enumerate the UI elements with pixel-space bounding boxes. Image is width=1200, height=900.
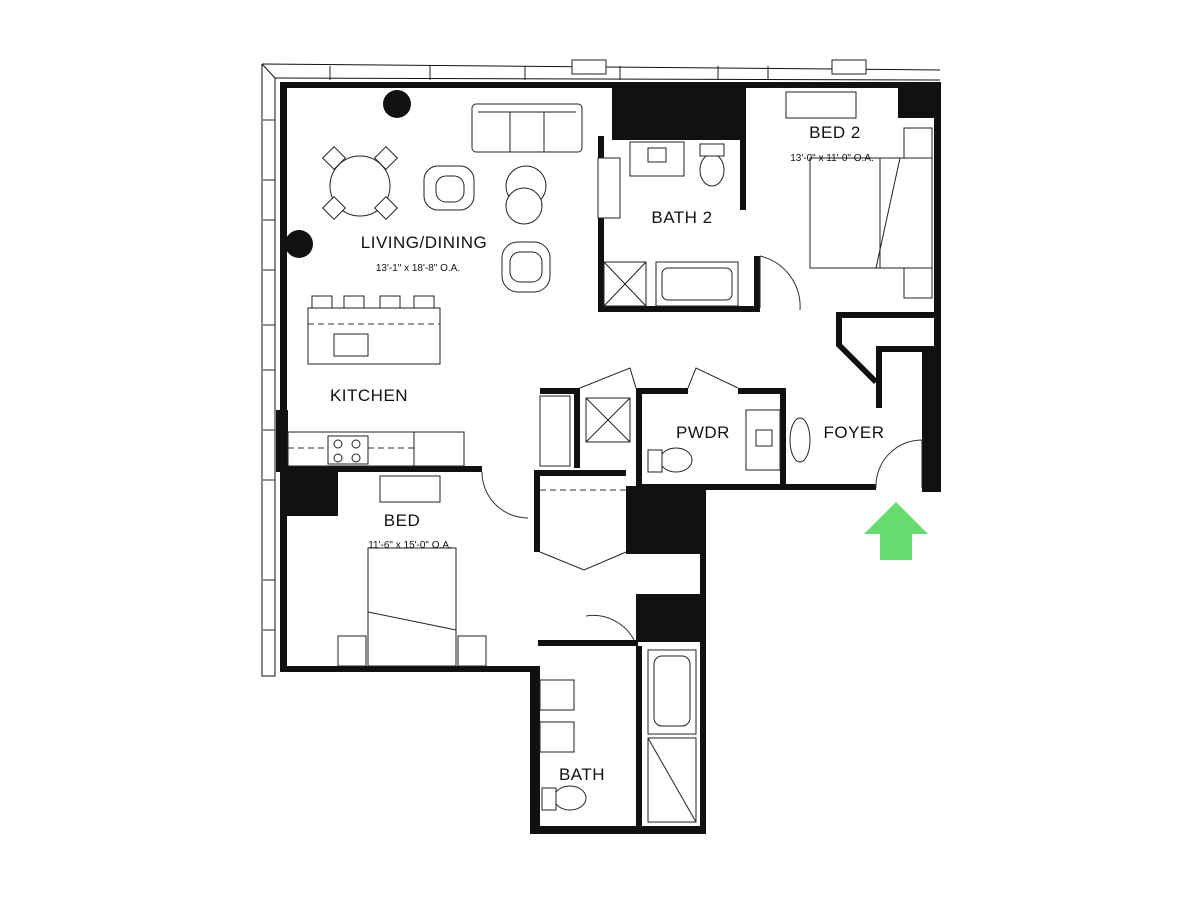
room-dims-bed: 11'-6" x 15'-0" O.A.: [368, 540, 452, 551]
toilet-bath2: [699, 153, 725, 187]
toilet-pwdr: [659, 447, 693, 473]
kitchen-island: [307, 307, 441, 365]
entrance-arrow-icon: [864, 502, 928, 560]
sofa: [471, 103, 583, 153]
dining-table: [329, 155, 391, 217]
room-label-living-dining: LIVING/DINING: [361, 233, 487, 252]
cooktop: [327, 435, 369, 465]
interior-walls: [276, 82, 934, 834]
room-label-kitchen: KITCHEN: [330, 386, 408, 405]
bed2-bed: [809, 157, 933, 269]
room-label-bed2: BED 2: [809, 123, 861, 142]
window-wall: [261, 59, 941, 677]
column-1: [383, 90, 411, 118]
room-label-bath: BATH: [559, 765, 605, 784]
room-dims-living-dining: 13'-1" x 18'-8" O.A.: [376, 263, 460, 274]
bed-bed: [367, 547, 457, 667]
column-2: [285, 230, 313, 258]
bed-furniture: [337, 475, 627, 667]
fridge: [413, 431, 465, 467]
bath2-fixtures: [597, 141, 739, 307]
room-label-bed: BED: [384, 511, 420, 530]
room-label-bath2: BATH 2: [651, 208, 712, 227]
room-dims-bed2: 13'-0" x 11'-0" O.A.: [790, 153, 874, 164]
room-label-pwdr: PWDR: [676, 423, 730, 442]
bath-fixtures: [539, 614, 697, 823]
pwdr-fixtures: [481, 367, 923, 519]
living-furniture: [321, 103, 583, 293]
toilet-bath: [553, 785, 587, 811]
foyer-rug: [789, 417, 811, 463]
kitchen-furniture: [287, 295, 465, 467]
bed2-furniture: [759, 91, 933, 311]
room-label-foyer: FOYER: [823, 423, 884, 442]
